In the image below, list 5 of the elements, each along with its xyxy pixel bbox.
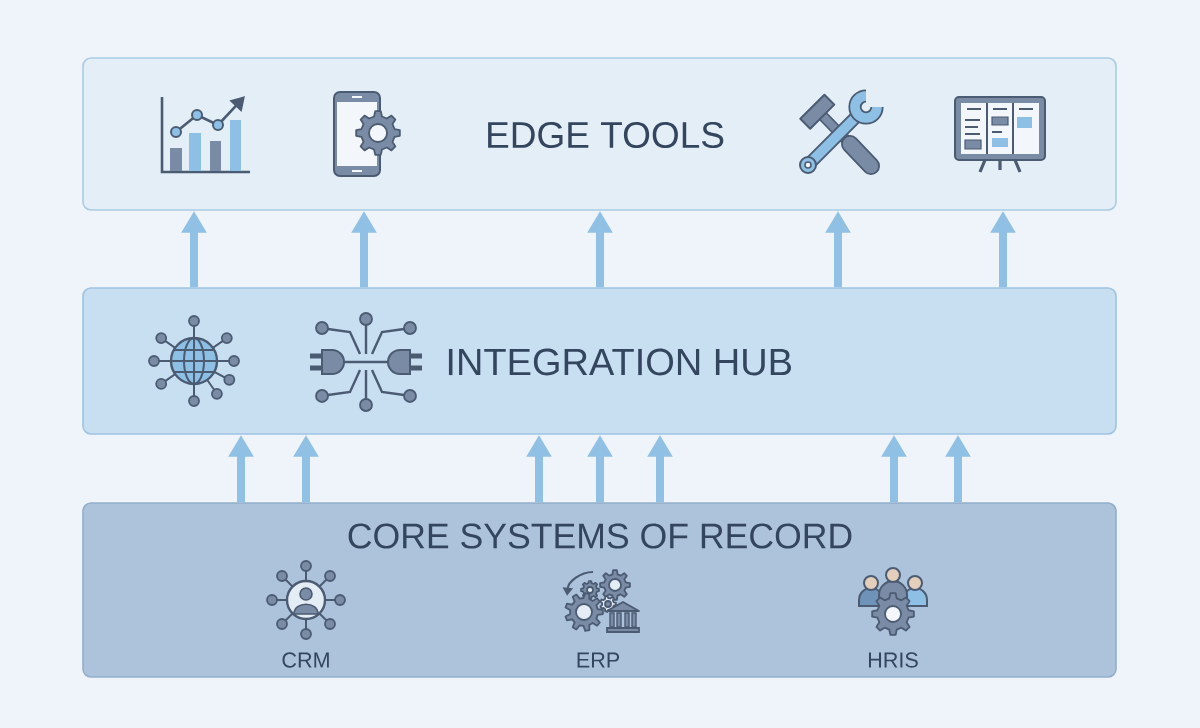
system-label: ERP [577,652,620,668]
layer-band: INTEGRATION HUB [82,287,1117,435]
system-label: CRM [282,652,329,668]
system-label: HRIS [869,652,918,668]
layer-band: EDGE TOOLS [82,57,1117,211]
